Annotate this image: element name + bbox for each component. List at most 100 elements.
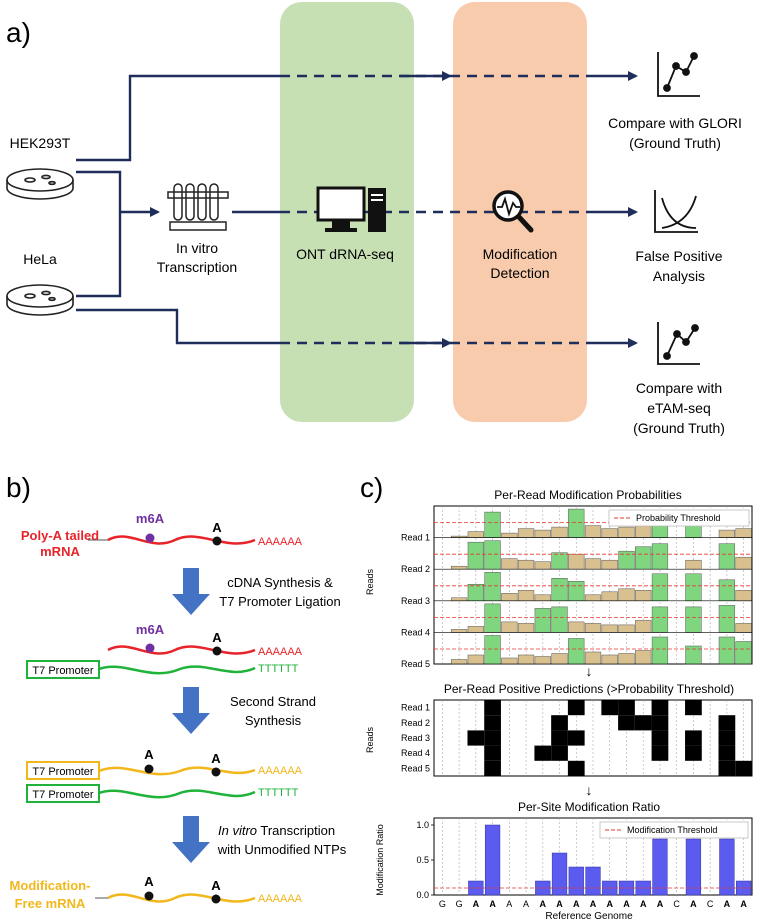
positive-prediction-cell	[484, 730, 501, 746]
adenosine-site	[144, 764, 154, 774]
probability-bar	[551, 552, 568, 570]
positive-prediction-cell	[718, 745, 736, 761]
probability-bar	[534, 561, 551, 570]
probability-bar	[467, 654, 484, 665]
probability-bar	[568, 508, 585, 538]
t7-promoter-box	[26, 660, 100, 679]
ratio-bar	[551, 852, 568, 896]
m6a-label: m6A	[136, 511, 165, 526]
probability-bar	[718, 529, 736, 538]
genome-base-label: A	[640, 899, 647, 909]
positive-prediction-cell	[484, 760, 501, 776]
step3-rest: Transcription	[257, 823, 335, 838]
genome-base-label: A	[740, 899, 747, 909]
probability-bar	[501, 657, 518, 665]
probability-bar	[551, 653, 568, 665]
output-etam-line3: (Ground Truth)	[633, 420, 725, 436]
probability-bar	[450, 565, 468, 570]
genome-base-label: A	[573, 899, 580, 909]
prob-chart-title: Per-Read Modification Probabilities	[494, 488, 681, 502]
genome-base-label: C	[673, 899, 680, 909]
positive-prediction-cell	[551, 730, 568, 746]
read-tick-label: Read 4	[401, 627, 430, 637]
genome-base-label: A	[489, 899, 496, 909]
probability-bar	[484, 635, 501, 665]
step2-line1: Second Strand	[230, 694, 316, 709]
read-tick-label: Read 5	[401, 763, 430, 773]
panel-b-label: b)	[6, 472, 31, 503]
positive-prediction-cell	[551, 715, 568, 731]
a-label: A	[211, 878, 221, 893]
line-chart-icon	[657, 322, 700, 365]
step1-line1: cDNA Synthesis &	[227, 575, 333, 590]
workflow-arrows	[76, 71, 638, 348]
step-arrow	[172, 687, 210, 734]
genome-base-label: A	[657, 899, 664, 909]
ratio-legend-label: Modification Threshold	[627, 825, 717, 835]
pred-chart-title: Per-Read Positive Predictions (>Probabil…	[444, 682, 734, 696]
probability-bar	[517, 623, 535, 633]
probability-bar	[651, 573, 669, 602]
ivt-label-line2: Transcription	[157, 259, 237, 275]
probability-bar	[584, 594, 602, 602]
mrna-strand	[107, 645, 256, 655]
output-glori-line2: (Ground Truth)	[629, 135, 721, 151]
ratio-legend-box	[599, 821, 749, 839]
probability-bar	[517, 590, 535, 602]
step-arrow	[172, 568, 210, 615]
positive-prediction-cell	[484, 745, 501, 761]
probability-bar	[551, 526, 568, 538]
decay-curves-icon	[654, 190, 698, 233]
probability-bar	[467, 531, 484, 538]
adenosine-site	[211, 767, 221, 777]
positive-prediction-cell	[634, 715, 652, 731]
detection-label-line1: Modification	[483, 246, 558, 262]
magnifier-waveform-icon	[492, 190, 534, 233]
probability-bar	[735, 623, 752, 633]
y-tick-label: 0.5	[416, 855, 429, 865]
probability-bar	[635, 546, 652, 570]
step3-italic: In vitro	[218, 823, 257, 838]
t7-promoter-label: T7 Promoter	[32, 766, 93, 778]
probability-bar	[584, 525, 602, 538]
positive-prediction-cell	[567, 730, 585, 746]
probability-bar	[551, 578, 568, 602]
probability-bar	[484, 572, 501, 602]
step2-line2: Synthesis	[245, 713, 302, 728]
genome-base-label: A	[606, 899, 613, 909]
probability-bar	[601, 654, 618, 665]
probability-bar	[685, 559, 702, 570]
probability-bar	[568, 638, 585, 665]
probability-bar	[534, 529, 551, 538]
step3-line2: with Unmodified NTPs	[217, 842, 347, 857]
genome-base-label: A	[590, 899, 597, 909]
step1-line2: T7 Promoter Ligation	[219, 594, 340, 609]
positive-prediction-cell	[651, 745, 669, 761]
adenosine-site	[211, 894, 221, 904]
positive-prediction-cell	[651, 700, 669, 716]
a-label: A	[212, 630, 222, 645]
adenosine-site	[212, 536, 222, 546]
probability-bar	[467, 626, 484, 633]
output-etam-line1: Compare with	[636, 380, 722, 396]
probability-bar	[534, 608, 551, 633]
probability-bar	[618, 588, 635, 602]
probability-bar	[568, 621, 585, 633]
a-label: A	[144, 747, 154, 762]
computer-icon	[316, 186, 386, 232]
ratio-x-axis-label: Reference Genome	[545, 911, 633, 922]
output-glori-line1: Compare with GLORI	[608, 115, 742, 131]
read-tick-label: Read 4	[401, 748, 430, 758]
probability-bar	[450, 597, 468, 602]
output-fp-line1: False Positive	[635, 248, 722, 264]
read-tick-label: Read 1	[401, 703, 430, 713]
probability-bar	[501, 621, 518, 633]
line-chart-icon	[657, 52, 700, 97]
positive-prediction-cell	[484, 700, 501, 716]
probability-bar	[635, 650, 652, 665]
probability-bar	[484, 540, 501, 570]
positive-prediction-cell	[651, 715, 669, 731]
m6a-label: m6A	[136, 622, 165, 637]
positive-prediction-cell	[685, 745, 702, 761]
positive-prediction-cell	[601, 700, 619, 716]
